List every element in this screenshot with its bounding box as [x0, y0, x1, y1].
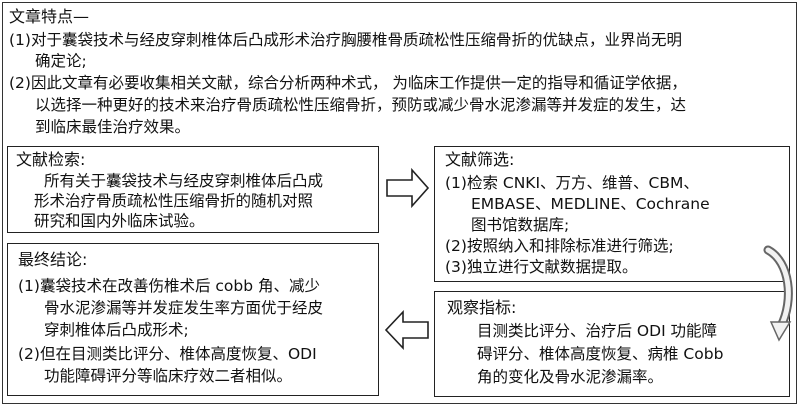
- arrow-left-icon: [384, 309, 429, 351]
- screening-line-1: (1)检索 CNKI、万方、维普、CBM、: [445, 174, 699, 192]
- screening-line-5: (3)独立进行文献数据提取。: [445, 258, 638, 276]
- screening-line-4: (2)按照纳入和排除标准进行筛选;: [445, 237, 674, 255]
- indicators-title: 观察指标:: [447, 298, 517, 317]
- indicators-box: 观察指标: 目测类比评分、治疗后 ODI 功能障 碍评分、椎体高度恢复、病椎 C…: [434, 291, 790, 397]
- curved-arrow-icon: [763, 245, 793, 342]
- conclusion-title: 最终结论:: [18, 250, 88, 269]
- features-title: 文章特点—: [9, 7, 90, 26]
- indicators-line-2: 碍评分、椎体高度恢复、病椎 Cobb: [477, 345, 724, 363]
- screening-line-3: 图书馆数据库;: [471, 216, 570, 234]
- features-line-2: 确定论;: [35, 52, 87, 70]
- features-line-1: (1)对于囊袋技术与经皮穿刺椎体后凸成形术治疗胸腰椎骨质疏松性压缩骨折的优缺点，…: [9, 31, 682, 49]
- retrieval-line-1: 所有关于囊袋技术与经皮穿刺椎体后凸成: [44, 172, 324, 190]
- retrieval-title: 文献检索:: [16, 150, 86, 169]
- retrieval-line-2: 形术治疗骨质疏松性压缩骨折的随机对照: [34, 192, 314, 210]
- features-line-3: (2)因此文章有必要收集相关文献，综合分析两种术式， 为临床工作提供一定的指导和…: [9, 74, 687, 92]
- features-line-5: 到临床最佳治疗效果。: [35, 118, 191, 136]
- screening-line-2: EMBASE、MEDLINE、Cochrane: [471, 195, 710, 213]
- features-line-4: 以选择一种更好的技术来治疗骨质疏松性压缩骨折，预防或减少骨水泥渗漏等并发症的发生…: [35, 96, 687, 114]
- indicators-line-1: 目测类比评分、治疗后 ODI 功能障: [477, 322, 718, 340]
- screening-title: 文献筛选:: [445, 150, 515, 169]
- retrieval-box: 文献检索: 所有关于囊袋技术与经皮穿刺椎体后凸成 形术治疗骨质疏松性压缩骨折的随…: [7, 146, 379, 233]
- conclusion-line-5: 功能障碍评分等临床疗效二者相似。: [44, 367, 293, 385]
- indicators-line-3: 角的变化及骨水泥渗漏率。: [477, 368, 664, 386]
- conclusion-line-1: (1)囊袋技术在改善伤椎术后 cobb 角、减少: [18, 277, 320, 295]
- conclusion-line-2: 骨水泥渗漏等并发症发生率方面优于经皮: [44, 299, 324, 317]
- arrow-right-icon: [386, 167, 430, 209]
- conclusion-line-3: 穿刺椎体后凸成形术;: [44, 321, 189, 339]
- conclusion-line-4: (2)但在目测类比评分、椎体高度恢复、ODI: [18, 345, 317, 363]
- screening-box: 文献筛选: (1)检索 CNKI、万方、维普、CBM、 EMBASE、MEDLI…: [434, 146, 790, 282]
- conclusion-box: 最终结论: (1)囊袋技术在改善伤椎术后 cobb 角、减少 骨水泥渗漏等并发症…: [7, 243, 379, 396]
- retrieval-line-3: 研究和国内外临床试验。: [34, 212, 205, 230]
